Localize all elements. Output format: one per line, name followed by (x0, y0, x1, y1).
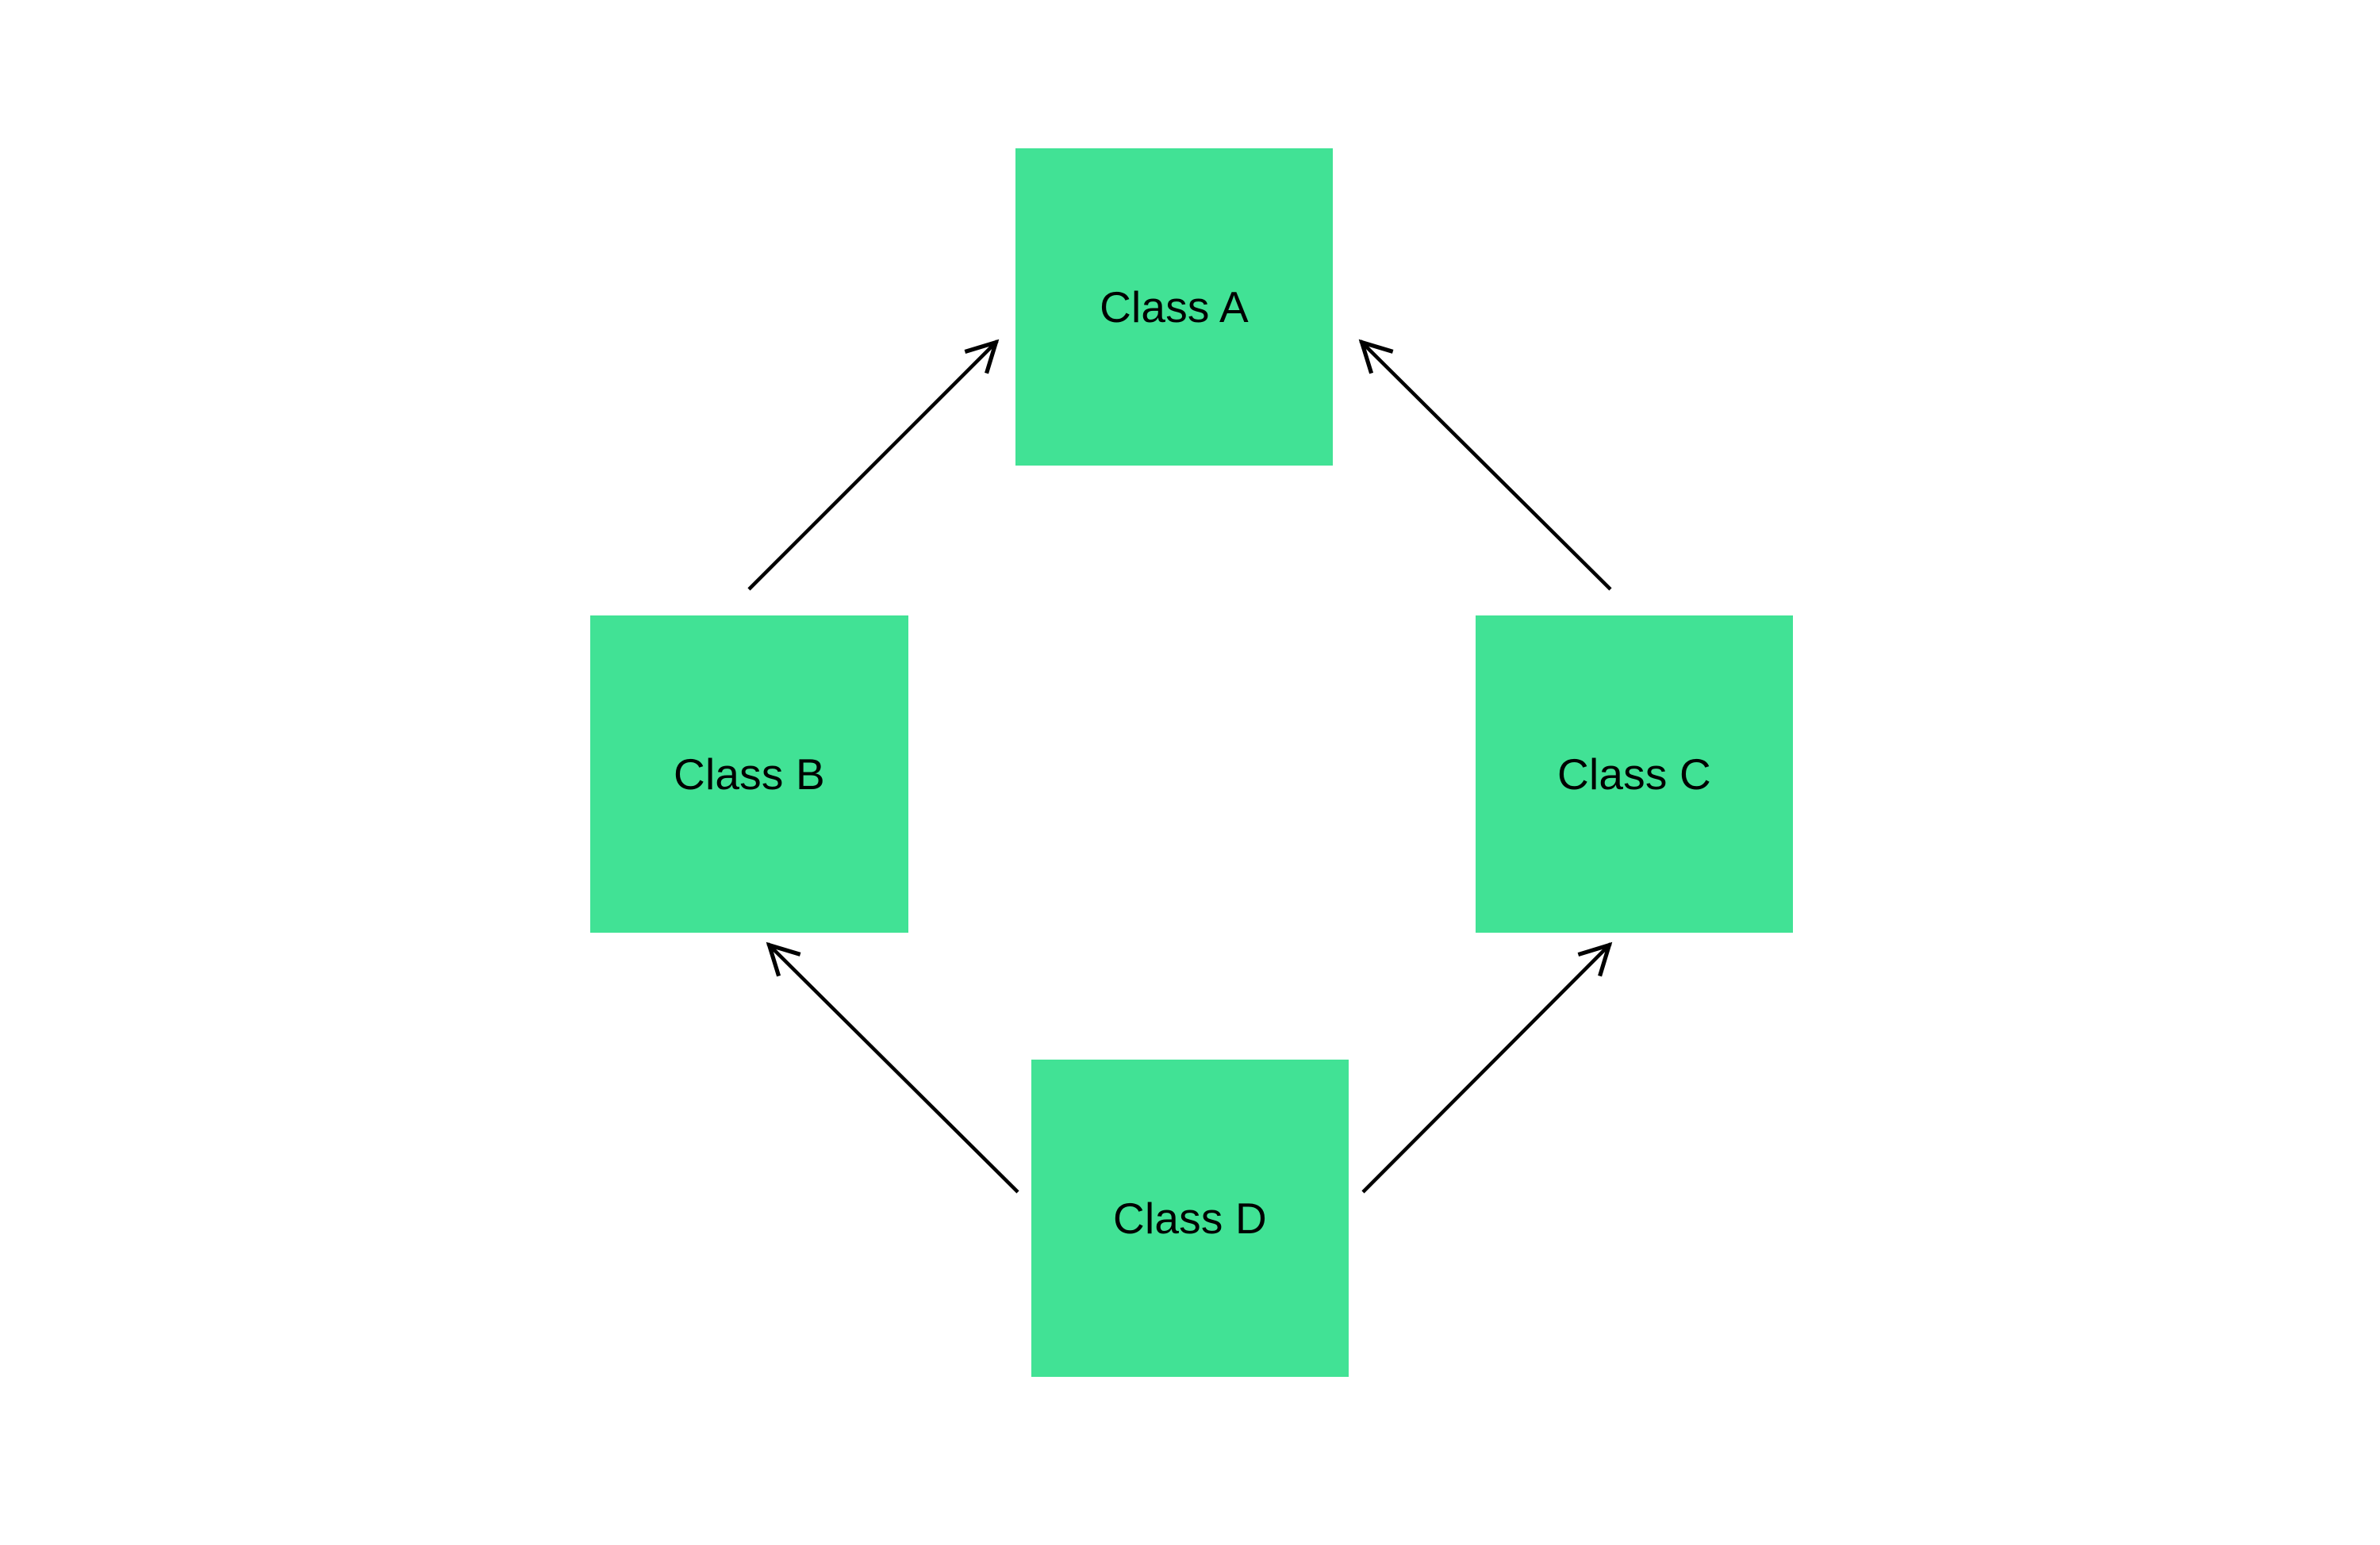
node-class-b[interactable]: Class B (590, 615, 908, 933)
edge-class-d-to-class-b (766, 941, 1019, 1194)
node-class-d[interactable]: Class D (1031, 1060, 1349, 1377)
edge-class-d-to-class-c (1361, 941, 1613, 1194)
edge-class-b-to-class-a (747, 339, 1000, 591)
edge-class-c-to-class-a (1358, 339, 1612, 591)
node-class-a-label: Class A (1100, 282, 1249, 332)
node-class-c[interactable]: Class C (1476, 615, 1793, 933)
node-class-b-label: Class B (674, 749, 825, 799)
node-class-a[interactable]: Class A (1015, 148, 1333, 466)
node-class-c-label: Class C (1557, 749, 1711, 799)
node-class-d-label: Class D (1113, 1193, 1267, 1243)
